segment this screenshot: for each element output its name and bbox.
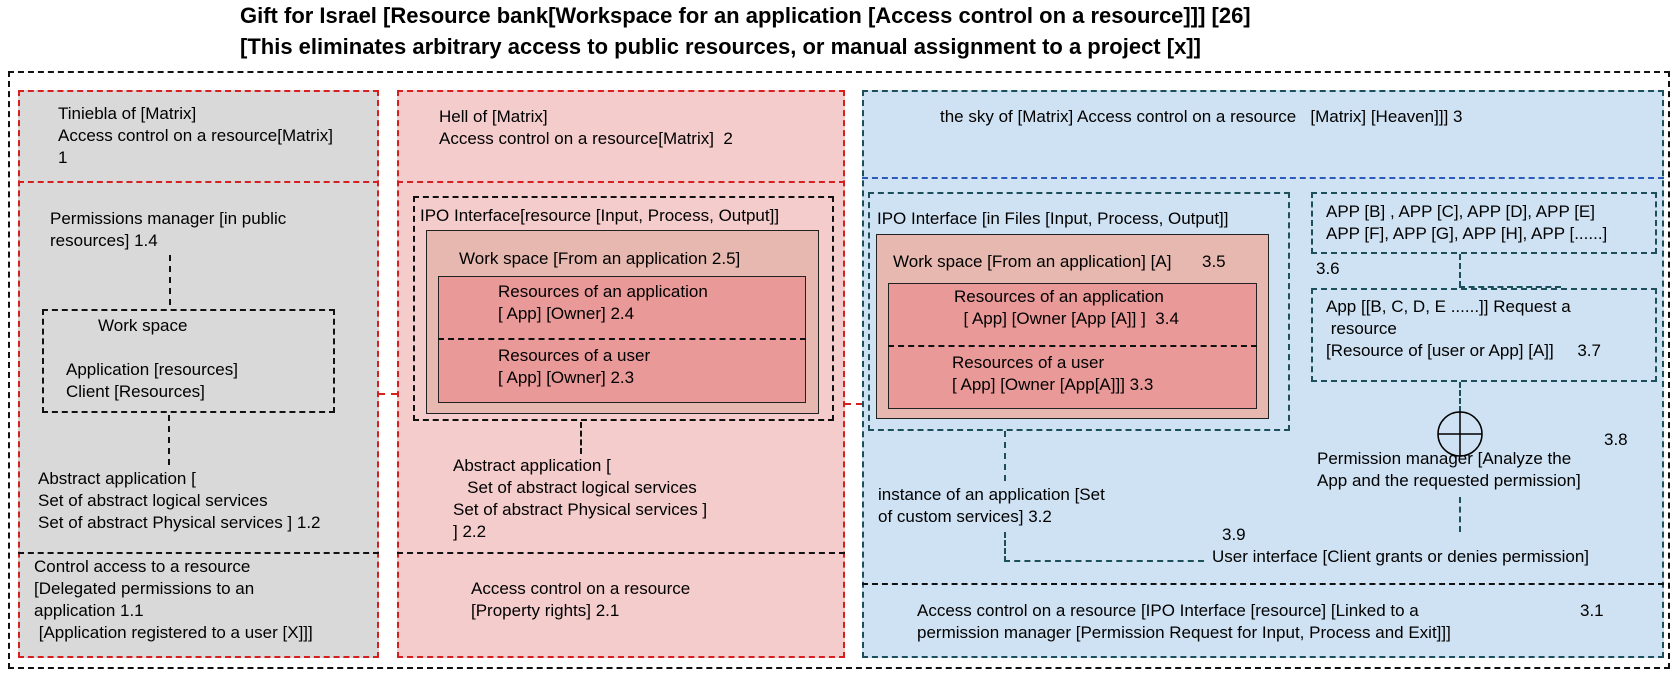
right-request-box [1311, 288, 1657, 382]
middle-footer-divider [397, 552, 845, 554]
right-workspace-num: 3.5 [1202, 252, 1226, 271]
left-connector-bottom [168, 415, 170, 465]
right-instance-text: instance of an application [Set of custo… [878, 485, 1105, 526]
outer-frame [8, 71, 1670, 669]
left-workspace-box [42, 309, 335, 413]
right-apps-num: 3.6 [1316, 259, 1340, 278]
right-apps-connector [1459, 254, 1461, 287]
right-request-connector [1459, 382, 1461, 412]
right-user-interface-text: User interface [Client grants or denies … [1212, 547, 1589, 566]
right-resources-divider [888, 345, 1257, 347]
left-middle-link [379, 393, 397, 395]
diagram-title-line1: Gift for Israel [Resource bank[Workspace… [240, 3, 1251, 28]
right-workspace-text: Work space [From an application] [A] [893, 252, 1172, 271]
right-num-39: 3.9 [1222, 525, 1246, 544]
left-abstract-text: Abstract application [ Set of abstract l… [38, 469, 321, 532]
right-ipo-box [868, 192, 1290, 431]
middle-ipo-text: IPO Interface[resource [Input, Process, … [420, 206, 780, 225]
right-res-app-text: Resources of an application [ App] [Owne… [954, 287, 1179, 328]
middle-footer-text: Access control on a resource [Property r… [471, 579, 691, 620]
right-footer-divider [862, 583, 1664, 585]
left-workspace-body: Application [resources] Client [Resource… [66, 360, 238, 401]
diagram-title-line2: [This eliminates arbitrary access to pub… [240, 34, 1201, 59]
middle-res-user-text: Resources of a user [ App] [Owner] 2.3 [498, 346, 651, 387]
middle-header-divider [397, 181, 845, 183]
right-request-text: App [[B, C, D, E ......]] Request a reso… [1326, 297, 1601, 360]
middle-connector [580, 422, 582, 454]
right-apps-box [1311, 192, 1657, 254]
right-instance-connector [1004, 532, 1006, 562]
left-header-text: Tiniebla of [Matrix] Access control on a… [58, 104, 333, 167]
left-footer-text: Control access to a resource [Delegated … [34, 557, 313, 642]
middle-res-app-text: Resources of an application [ App] [Owne… [498, 282, 708, 323]
middle-workspace-text: Work space [From an application 2.5] [459, 249, 741, 268]
right-ui-connector [1004, 560, 1204, 562]
right-perm-manager-text: Permission manager [Analyze the App and … [1317, 449, 1581, 490]
middle-ipo-box [413, 196, 834, 421]
left-workspace-title: Work space [98, 316, 188, 335]
middle-header-text: Hell of [Matrix] Access control on a res… [439, 107, 733, 148]
right-num-38: 3.8 [1604, 430, 1628, 449]
middle-resources-divider [438, 338, 806, 340]
left-permissions-text: Permissions manager [in public resources… [50, 209, 287, 250]
left-connector-top [169, 255, 171, 305]
right-perm-connector [1459, 497, 1461, 532]
right-header-text: the sky of [Matrix] Access control on a … [940, 107, 1463, 126]
left-footer-divider [18, 552, 379, 554]
junction-circle-icon [1437, 411, 1483, 457]
middle-abstract-text: Abstract application [ Set of abstract l… [453, 456, 708, 541]
right-apps-connector-h [1459, 286, 1561, 288]
left-header-divider [18, 181, 379, 183]
middle-right-link [845, 403, 862, 405]
right-header-divider [862, 177, 1664, 179]
right-ipo-connector [1004, 431, 1006, 481]
right-ipo-text: IPO Interface [in Files [Input, Process,… [877, 209, 1229, 228]
right-footer-text: Access control on a resource [IPO Interf… [917, 601, 1451, 642]
right-apps-text: APP [B] , APP [C], APP [D], APP [E] APP … [1326, 202, 1608, 243]
right-res-user-text: Resources of a user [ App] [Owner [App[A… [952, 353, 1154, 394]
left-panel [18, 90, 379, 658]
right-footer-num: 3.1 [1580, 601, 1604, 620]
